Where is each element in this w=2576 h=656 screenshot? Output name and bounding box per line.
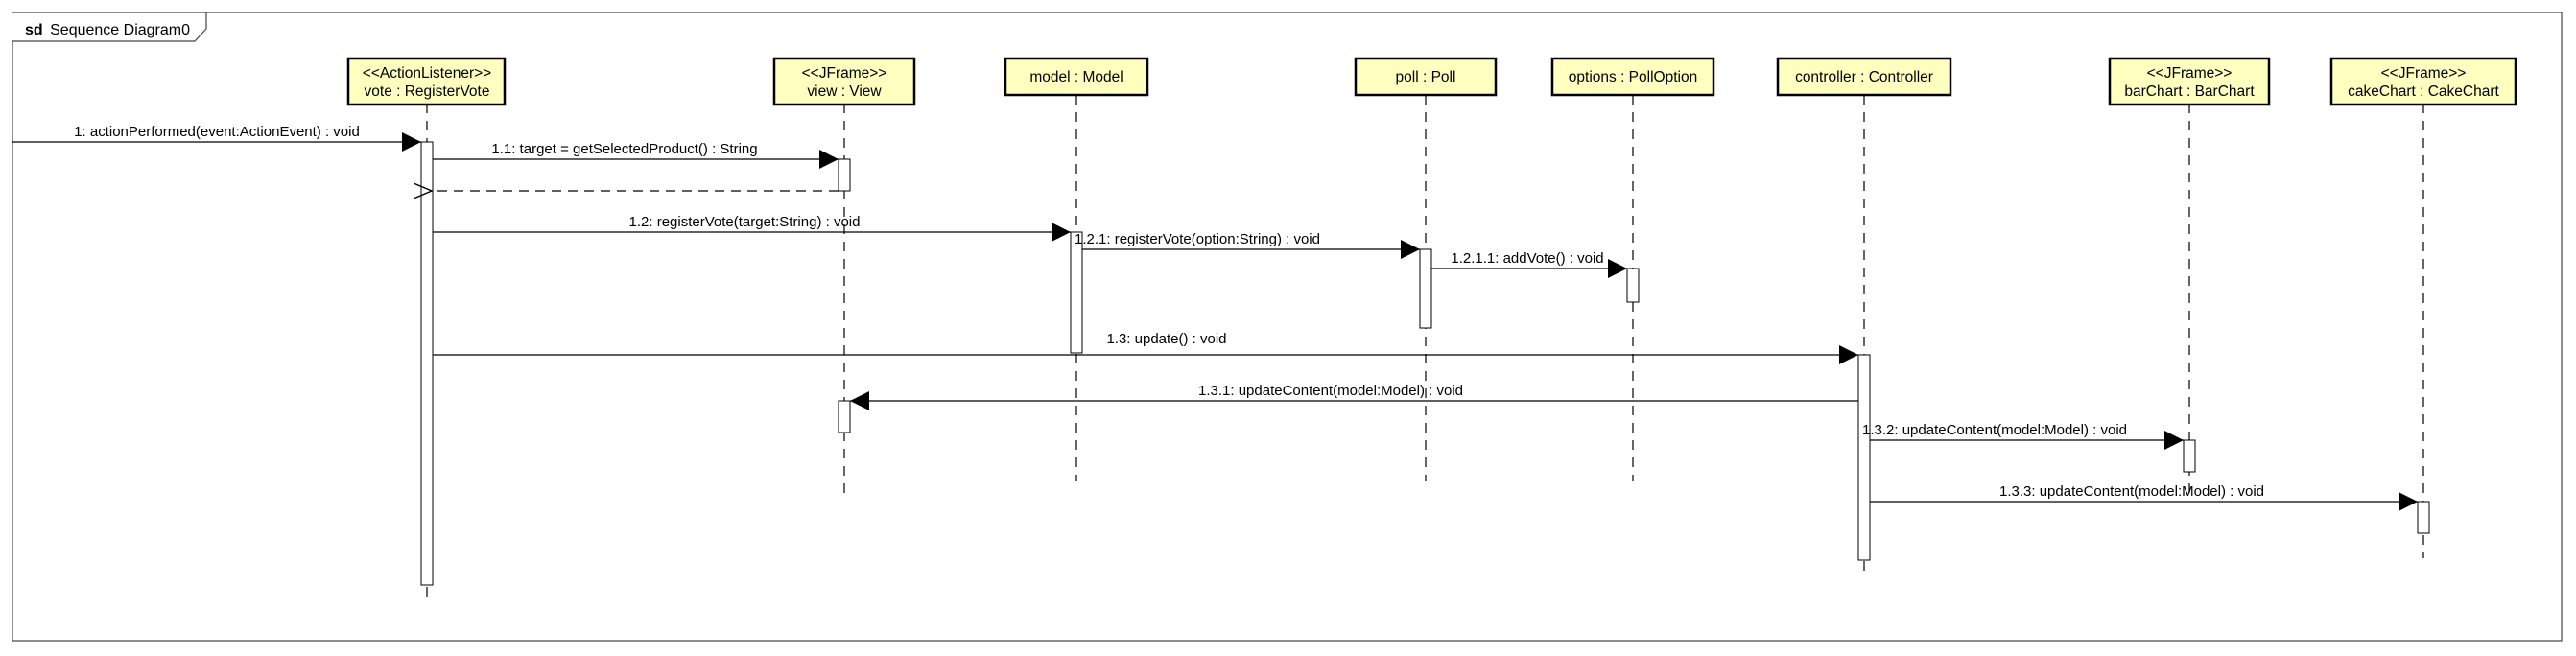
message-label: 1.2: registerVote(target:String) : void (629, 214, 861, 230)
activation-bar-model (1070, 231, 1083, 354)
lifeline-view[interactable]: <<JFrame>> view : View (772, 57, 916, 497)
message-label: 1.1: target = getSelectedProduct() : Str… (491, 141, 757, 157)
activation-bar-controller (1857, 354, 1871, 561)
svg-text:sd Sequence Diagram0: sd Sequence Diagram0 (25, 22, 190, 38)
lifeline-stereotype: <<JFrame>> (2147, 65, 2233, 82)
message-label: 1.2.1: registerVote(option:String) : voi… (1075, 231, 1320, 247)
message-label: 1.3.2: updateContent(model:Model) : void (1862, 422, 2127, 438)
lifeline-name: options : PollOption (1569, 69, 1697, 85)
message-label: 1.3: update() : void (1106, 331, 1226, 347)
lifeline-model[interactable]: model : Model (1004, 57, 1149, 481)
lifeline-name: cakeChart : CakeChart (2348, 83, 2499, 100)
lifeline-box[interactable] (1004, 57, 1149, 97)
lifeline-name: barChart : BarChart (2124, 83, 2255, 100)
message-label: 1.2.1.1: addVote() : void (1451, 250, 1603, 267)
lifeline-name: controller : Controller (1795, 69, 1933, 85)
lifelines: <<ActionListener>> vote : RegisterVote <… (346, 57, 2517, 602)
lifeline-barChart[interactable]: <<JFrame>> barChart : BarChart (2108, 57, 2271, 497)
message-label: 1.3.1: updateContent(model:Model) : void (1198, 383, 1463, 399)
lifeline-name: model : Model (1029, 69, 1123, 85)
message-1-3[interactable]: 1.3: update() : void (433, 331, 1858, 364)
lifeline-name: view : View (807, 83, 882, 100)
activation-bar-poll (1419, 248, 1432, 329)
lifeline-box[interactable] (1354, 57, 1498, 97)
activation-bar-cakeChart (2417, 501, 2430, 534)
activation-bar-vote (420, 141, 434, 586)
frame-title: Sequence Diagram0 (50, 22, 190, 38)
lifeline-stereotype: <<JFrame>> (2381, 65, 2467, 82)
frame-border (12, 12, 2563, 642)
message-1-2-1-1[interactable]: 1.2.1.1: addVote() : void (1431, 250, 1627, 278)
lifeline-box[interactable] (1550, 57, 1715, 97)
activation-bar-barChart (2183, 439, 2196, 473)
activation-bar-view-2 (838, 400, 851, 433)
lifeline-cakeChart[interactable]: <<JFrame>> cakeChart : CakeChart (2329, 57, 2517, 558)
frame-label-tab (12, 12, 207, 42)
activation-bar-view-1 (838, 158, 851, 192)
lifeline-vote[interactable]: <<ActionListener>> vote : RegisterVote (346, 57, 507, 602)
lifeline-name: vote : RegisterVote (365, 83, 490, 100)
messages: 1: actionPerformed(event:ActionEvent) : … (12, 124, 2418, 511)
lifeline-box[interactable] (772, 57, 916, 106)
lifeline-name: poll : Poll (1396, 69, 1456, 85)
message-1-1[interactable]: 1.1: target = getSelectedProduct() : Str… (433, 141, 839, 169)
message-1-3-2[interactable]: 1.3.2: updateContent(model:Model) : void (1862, 422, 2184, 450)
frame-keyword: sd (25, 22, 43, 38)
message-label: 1.3.3: updateContent(model:Model) : void (1999, 483, 2264, 500)
message-1-2-1[interactable]: 1.2.1: registerVote(option:String) : voi… (1075, 231, 1420, 259)
activations (420, 141, 2430, 586)
lifeline-options[interactable]: options : PollOption (1550, 57, 1715, 481)
message-1-2[interactable]: 1.2: registerVote(target:String) : void (433, 214, 1071, 242)
message-label: 1: actionPerformed(event:ActionEvent) : … (74, 124, 360, 140)
lifeline-box[interactable] (2329, 57, 2517, 106)
lifeline-poll[interactable]: poll : Poll (1354, 57, 1498, 481)
lifeline-stereotype: <<JFrame>> (802, 65, 887, 82)
message-1-3-1[interactable]: 1.3.1: updateContent(model:Model) : void (850, 383, 1858, 410)
message-1-3-3[interactable]: 1.3.3: updateContent(model:Model) : void (1870, 483, 2418, 511)
lifeline-box[interactable] (1776, 57, 1952, 97)
lifeline-box[interactable] (346, 57, 507, 106)
message-1[interactable]: 1: actionPerformed(event:ActionEvent) : … (12, 124, 421, 152)
activation-bar-options (1626, 268, 1640, 303)
lifeline-box[interactable] (2108, 57, 2271, 106)
sequence-frame: sd Sequence Diagram0 (12, 12, 2563, 642)
lifeline-stereotype: <<ActionListener>> (363, 65, 491, 82)
